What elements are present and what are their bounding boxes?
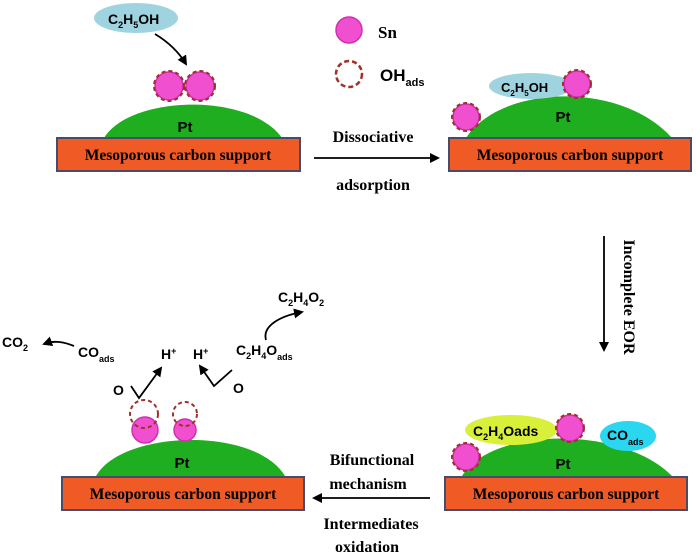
pt-particle — [96, 439, 285, 476]
oh-ads-site — [129, 399, 159, 429]
oh-ads-site — [451, 442, 481, 472]
legend: Sn OHads — [334, 16, 424, 89]
sn-atom — [556, 414, 584, 442]
support-block — [448, 137, 692, 172]
support-block — [444, 476, 688, 511]
c2h4o2-product: C2H4O2 — [278, 289, 324, 308]
pt-particle — [104, 104, 282, 138]
panel-1: C2H5OH Pt Mesoporous carbon support — [56, 3, 301, 172]
bifunctional-arrow-left — [130, 366, 163, 400]
arrow-label: adsorption — [336, 177, 410, 194]
co-adsorbed — [600, 421, 656, 451]
support-label: Mesoporous carbon support — [90, 486, 277, 503]
arrow-dissociative-adsorption: Dissociative adsorption — [314, 129, 440, 194]
pt-particle — [466, 96, 672, 138]
arrow-label: Bifunctional — [330, 452, 415, 469]
sn-atom — [452, 443, 480, 471]
arrow-bifunctional: Bifunctional mechanism Intermediates oxi… — [312, 452, 430, 556]
oh-ads-site — [562, 69, 592, 99]
oh-ads-site — [153, 70, 185, 102]
h-plus-label: H+ — [161, 346, 176, 362]
co-ads-intermediate: COads — [78, 344, 115, 364]
legend-oh-label: OHads — [380, 66, 424, 89]
sn-atom — [563, 70, 591, 98]
co-to-co2-arrow — [42, 336, 75, 347]
arrow-label: Dissociative — [333, 129, 414, 146]
oh-ads-site — [555, 413, 585, 443]
support-block — [56, 137, 301, 172]
oxygen-label: O — [233, 380, 244, 396]
h-plus-label: H+ — [193, 346, 208, 362]
legend-sn-swatch — [335, 16, 363, 44]
arrow-label: mechanism — [329, 476, 407, 493]
oxygen-label: O — [113, 382, 124, 398]
sn-atom — [131, 416, 159, 444]
support-label: Mesoporous carbon support — [85, 147, 272, 164]
ethanol-formula: C2H5OH — [108, 11, 159, 30]
oh-ads-site — [184, 70, 216, 102]
legend-sn-label: Sn — [378, 23, 397, 42]
co-adsorbed-formula: COads — [607, 427, 644, 447]
bifunctional-arrow-right — [198, 364, 233, 388]
ethanol-approach-arrow — [154, 33, 188, 66]
c2h4o-adsorbed-formula: C2H4Oads — [473, 423, 539, 442]
panel-3: Pt C2H4Oads COads Mesoporous carbon supp… — [444, 413, 688, 511]
co2-product: CO2 — [2, 334, 28, 353]
reaction-scheme: CO2 COads O H+ H+ O C2H4Oads C2H4O2 — [2, 289, 324, 400]
arrow-label: Incomplete EOR — [620, 239, 637, 355]
support-block — [61, 476, 305, 511]
panel-2: Pt C2H5OH Mesoporous carbon support — [448, 69, 692, 172]
pt-label: Pt — [556, 456, 571, 473]
oh-ads-site — [172, 401, 198, 427]
support-label: Mesoporous carbon support — [477, 147, 664, 164]
ethanol-molecule — [94, 3, 178, 33]
pt-label: Pt — [178, 119, 193, 136]
sn-atom — [185, 71, 215, 101]
ethanol-adsorbed-formula: C2H5OH — [501, 80, 548, 98]
ethanol-adsorbed — [489, 73, 573, 99]
arrow-label: oxidation — [335, 539, 399, 556]
support-label: Mesoporous carbon support — [473, 486, 660, 503]
pt-label: Pt — [175, 455, 190, 472]
sn-atom — [154, 71, 184, 101]
arrow-label: Intermediates — [323, 516, 418, 533]
legend-oh-swatch — [334, 59, 364, 89]
c2h4o-to-c2h4o2-arrow — [264, 308, 304, 341]
arrow-incomplete-eor: Incomplete EOR — [599, 236, 637, 355]
c2h4o-adsorbed — [465, 415, 557, 445]
c2h4o-ads-intermediate: C2H4Oads — [236, 342, 293, 362]
sn-atom — [452, 103, 480, 131]
pt-label: Pt — [556, 109, 571, 126]
panel-4: Pt Mesoporous carbon support — [61, 399, 305, 511]
oh-ads-site — [451, 102, 481, 132]
